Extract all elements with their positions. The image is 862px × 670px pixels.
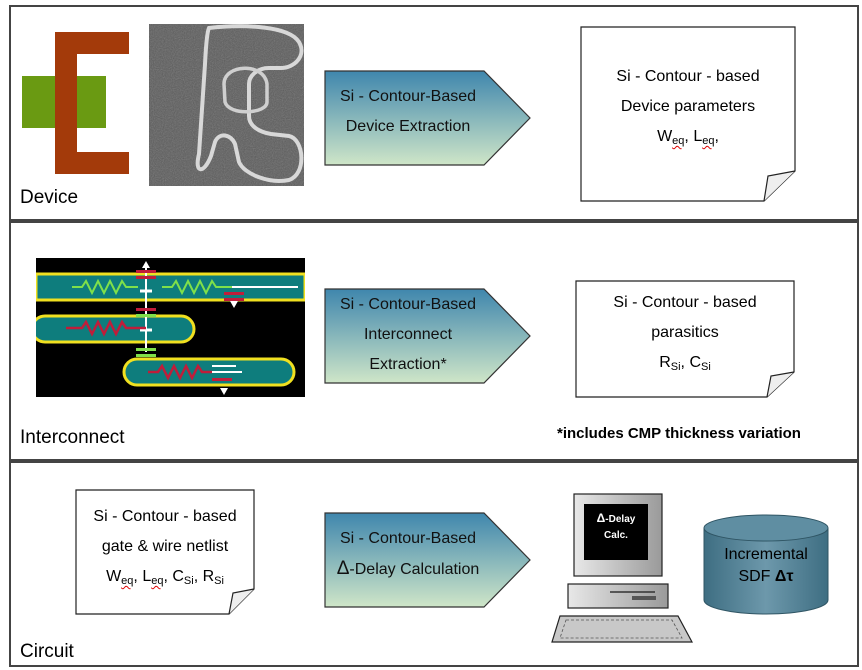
arrow-line3: Extraction* <box>369 356 447 373</box>
doc-line2: Device parameters <box>620 98 756 115</box>
doc-line1: Si - Contour - based <box>93 508 237 525</box>
arrow-line1: Si - Contour-Based <box>339 296 477 313</box>
doc-line2: parasitics <box>651 324 719 341</box>
row-label-circuit: Circuit <box>20 641 74 662</box>
interconnect-extraction-arrow: Si - Contour-Based Interconnect Extracti… <box>324 288 532 384</box>
arrow-line2: Device Extraction <box>345 118 471 135</box>
doc-params: Weq, Leq, <box>657 128 719 147</box>
incremental-sdf-database: Incremental SDF Δτ <box>702 514 830 616</box>
doc-line1: Si - Contour - based <box>613 294 757 311</box>
cmp-note: *includes CMP thickness variation <box>557 425 801 442</box>
row-label-device: Device <box>20 187 79 208</box>
arrow-line2: Δ-Delay Calculation <box>336 558 480 579</box>
arrow-line2: Interconnect <box>363 326 453 343</box>
interconnect-layout-image <box>36 258 305 397</box>
arrow-line1: Si - Contour-Based <box>339 530 477 547</box>
computer-icon: Δ-Delay Calc. <box>550 492 696 652</box>
db-line2: SDF Δτ <box>738 568 794 585</box>
arrow-line1: Si - Contour-Based <box>339 88 477 105</box>
computer-screen-text: Δ-Delay Calc. <box>596 511 636 541</box>
doc-line2: gate & wire netlist <box>101 538 229 555</box>
device-extraction-arrow: Si - Contour-Based Device Extraction <box>324 70 532 166</box>
doc-line1: Si - Contour - based <box>616 68 760 85</box>
db-line1: Incremental <box>724 546 808 563</box>
netlist-document: Si - Contour - based gate & wire netlist… <box>75 489 255 615</box>
parasitics-document: Si - Contour - based parasitics RSi, CSi <box>575 280 795 398</box>
device-parameters-document: Si - Contour - based Device parameters W… <box>580 26 796 202</box>
row-label-interconnect: Interconnect <box>20 427 125 448</box>
delay-calculation-arrow: Si - Contour-Based Δ-Delay Calculation <box>324 512 532 608</box>
sem-image <box>149 24 304 186</box>
doc-params: RSi, CSi <box>659 354 711 373</box>
doc-params: Weq, Leq, CSi, RSi <box>106 568 224 587</box>
device-layout-icon <box>22 32 129 174</box>
